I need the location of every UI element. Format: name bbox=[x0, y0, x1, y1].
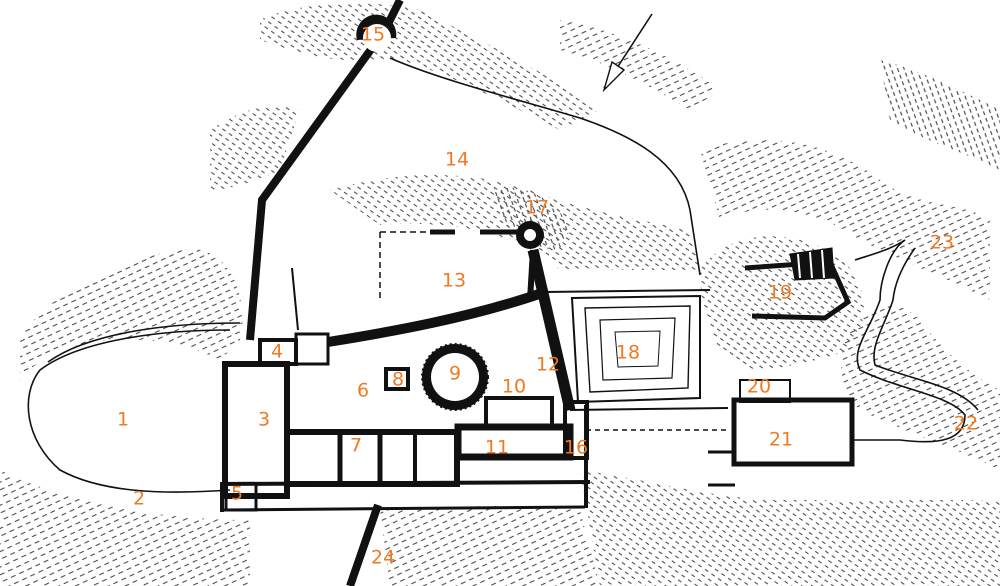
label-5: 5 bbox=[230, 482, 244, 505]
label-12: 12 bbox=[535, 353, 561, 376]
outer-bailey-outline bbox=[27, 57, 979, 493]
label-8: 8 bbox=[391, 368, 405, 391]
terrain-hachures bbox=[0, 3, 1000, 586]
outer-buildings bbox=[708, 379, 855, 487]
bastion-structure bbox=[744, 247, 852, 321]
label-6: 6 bbox=[356, 379, 370, 402]
label-21: 21 bbox=[768, 428, 794, 451]
south-road-wall bbox=[346, 503, 382, 586]
label-22: 22 bbox=[953, 412, 979, 435]
castle-walls bbox=[219, 229, 730, 512]
label-14: 14 bbox=[444, 148, 470, 171]
label-16: 16 bbox=[563, 436, 589, 459]
label-13: 13 bbox=[441, 269, 467, 292]
label-1: 1 bbox=[116, 408, 130, 431]
label-4: 4 bbox=[270, 340, 284, 363]
label-19: 19 bbox=[767, 281, 793, 304]
label-7: 7 bbox=[349, 434, 363, 457]
terraced-platform bbox=[570, 294, 701, 404]
label-3: 3 bbox=[257, 408, 271, 431]
label-17: 17 bbox=[524, 196, 550, 219]
label-9: 9 bbox=[448, 362, 462, 385]
curtain-wall-north bbox=[246, 0, 404, 341]
label-11: 11 bbox=[484, 436, 510, 459]
well-structure bbox=[384, 367, 410, 391]
label-15: 15 bbox=[360, 23, 386, 46]
label-24: 24 bbox=[370, 546, 396, 569]
label-18: 18 bbox=[615, 341, 641, 364]
label-10: 10 bbox=[501, 375, 527, 398]
label-23: 23 bbox=[929, 231, 955, 254]
north-arrow-icon bbox=[602, 13, 653, 93]
label-20: 20 bbox=[746, 375, 772, 398]
corner-tower bbox=[516, 221, 544, 249]
label-2: 2 bbox=[132, 487, 146, 510]
keep-tower bbox=[421, 343, 489, 411]
